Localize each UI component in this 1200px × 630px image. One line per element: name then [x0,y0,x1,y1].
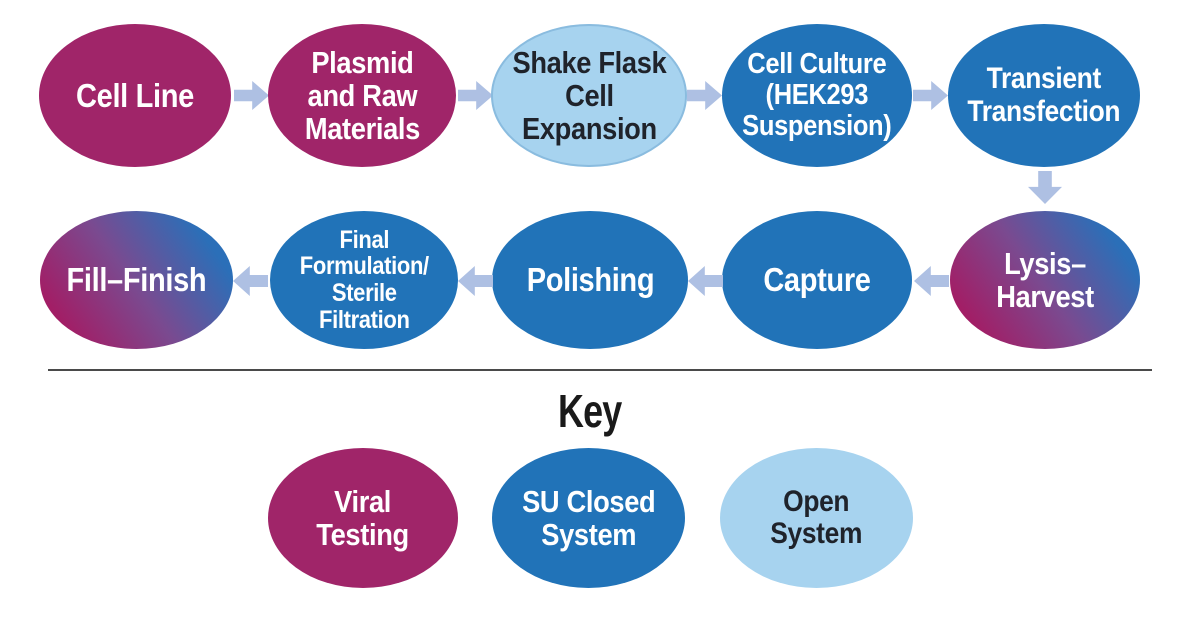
flow-node-transient-transfection: Transient Transfection [948,24,1140,167]
flow-node-label: Cell Culture (HEK293 Suspension) [742,47,892,142]
flow-node-polishing: Polishing [492,211,688,349]
flow-node-label: Transient Transfection [967,62,1121,128]
flow-node-label: Polishing [526,261,654,299]
flow-node-label: Capture [763,261,871,299]
key-divider [48,369,1152,371]
flow-node-cell-line: Cell Line [39,24,231,167]
flow-node-capture: Capture [722,211,912,349]
flow-node-label: Final Formulation/ Sterile Filtration [299,225,429,334]
key-item-label: Viral Testing [316,483,410,552]
arrow-left-icon [914,266,949,296]
arrow-left-icon [458,266,493,296]
flow-node-label: Lysis–Harvest [996,245,1094,314]
flow-node-final-formulation-sterile-filtration: Final Formulation/ Sterile Filtration [270,211,458,349]
key-item-viral-testing: Viral Testing [268,448,458,588]
flow-node-label: Fill–Finish [66,261,207,299]
key-item-open-system: Open System [720,448,913,588]
flow-node-shake-flask-cell-expansion: Shake Flask Cell Expansion [491,24,687,167]
arrow-right-icon [687,81,722,110]
flow-node-label: Plasmid and Raw Materials [304,44,420,147]
flow-node-cell-culture-hek293: Cell Culture (HEK293 Suspension) [722,24,912,167]
arrow-left-icon [688,266,723,296]
key-item-label: Open System [770,484,863,550]
flow-node-plasmid-raw-materials: Plasmid and Raw Materials [268,24,456,167]
arrow-left-icon [233,266,268,296]
arrow-right-icon [234,81,269,110]
arrow-right-icon [913,81,948,110]
flow-node-label: Shake Flask Cell Expansion [512,44,666,147]
key-item-su-closed-system: SU Closed System [492,448,685,588]
arrow-right-icon [458,81,493,110]
flow-node-lysis-harvest: Lysis–Harvest [950,211,1140,349]
flow-node-label: Cell Line [76,76,194,114]
key-title: Key [558,385,622,437]
flow-node-fill-finish: Fill–Finish [40,211,233,349]
key-item-label: SU Closed System [521,483,656,552]
arrow-down-icon [1028,171,1062,204]
